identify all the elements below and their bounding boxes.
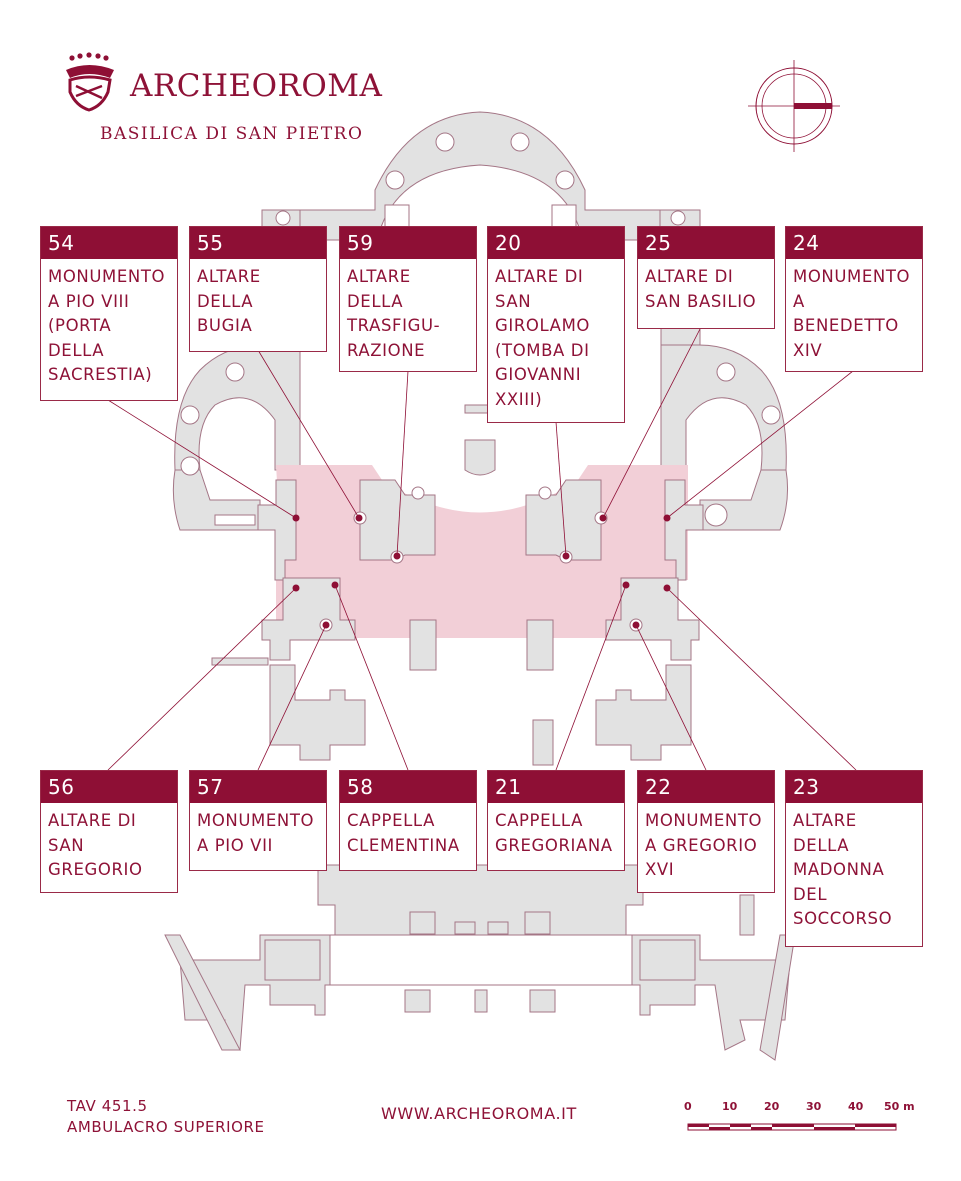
marker-dots xyxy=(292,514,671,629)
callout-number: 24 xyxy=(786,227,922,259)
scale-label: 30 xyxy=(806,1100,822,1113)
callout-number: 20 xyxy=(488,227,624,259)
map-subtitle: BASILICA DI SAN PIETRO xyxy=(100,124,364,144)
nave-walls xyxy=(164,864,796,1061)
callout-number: 57 xyxy=(190,771,326,803)
scale-label: 50 m xyxy=(884,1100,915,1113)
scale-bar xyxy=(687,1123,897,1131)
callout-number: 54 xyxy=(41,227,177,259)
callout-number: 22 xyxy=(638,771,774,803)
crown-shield-icon xyxy=(66,52,114,112)
right-aisle-walls xyxy=(526,479,704,766)
callout-number: 23 xyxy=(786,771,922,803)
scale-label: 20 xyxy=(764,1100,780,1113)
compass-icon xyxy=(748,60,840,152)
callout-number: 55 xyxy=(190,227,326,259)
scale-label: 40 xyxy=(848,1100,864,1113)
brand-name: ARCHEOROMA xyxy=(130,68,383,104)
callout-number: 56 xyxy=(41,771,177,803)
section-name: AMBULACRO SUPERIORE xyxy=(67,1118,265,1136)
website-link[interactable]: WWW.ARCHEOROMA.IT xyxy=(381,1104,577,1123)
callout-number: 59 xyxy=(340,227,476,259)
scale-label: 0 xyxy=(684,1100,692,1113)
callout-number: 21 xyxy=(488,771,624,803)
plate-number: TAV 451.5 xyxy=(67,1097,148,1115)
callout-number: 25 xyxy=(638,227,774,259)
leader-lines xyxy=(107,328,857,771)
scale-label: 10 xyxy=(722,1100,738,1113)
callout-number: 58 xyxy=(340,771,476,803)
